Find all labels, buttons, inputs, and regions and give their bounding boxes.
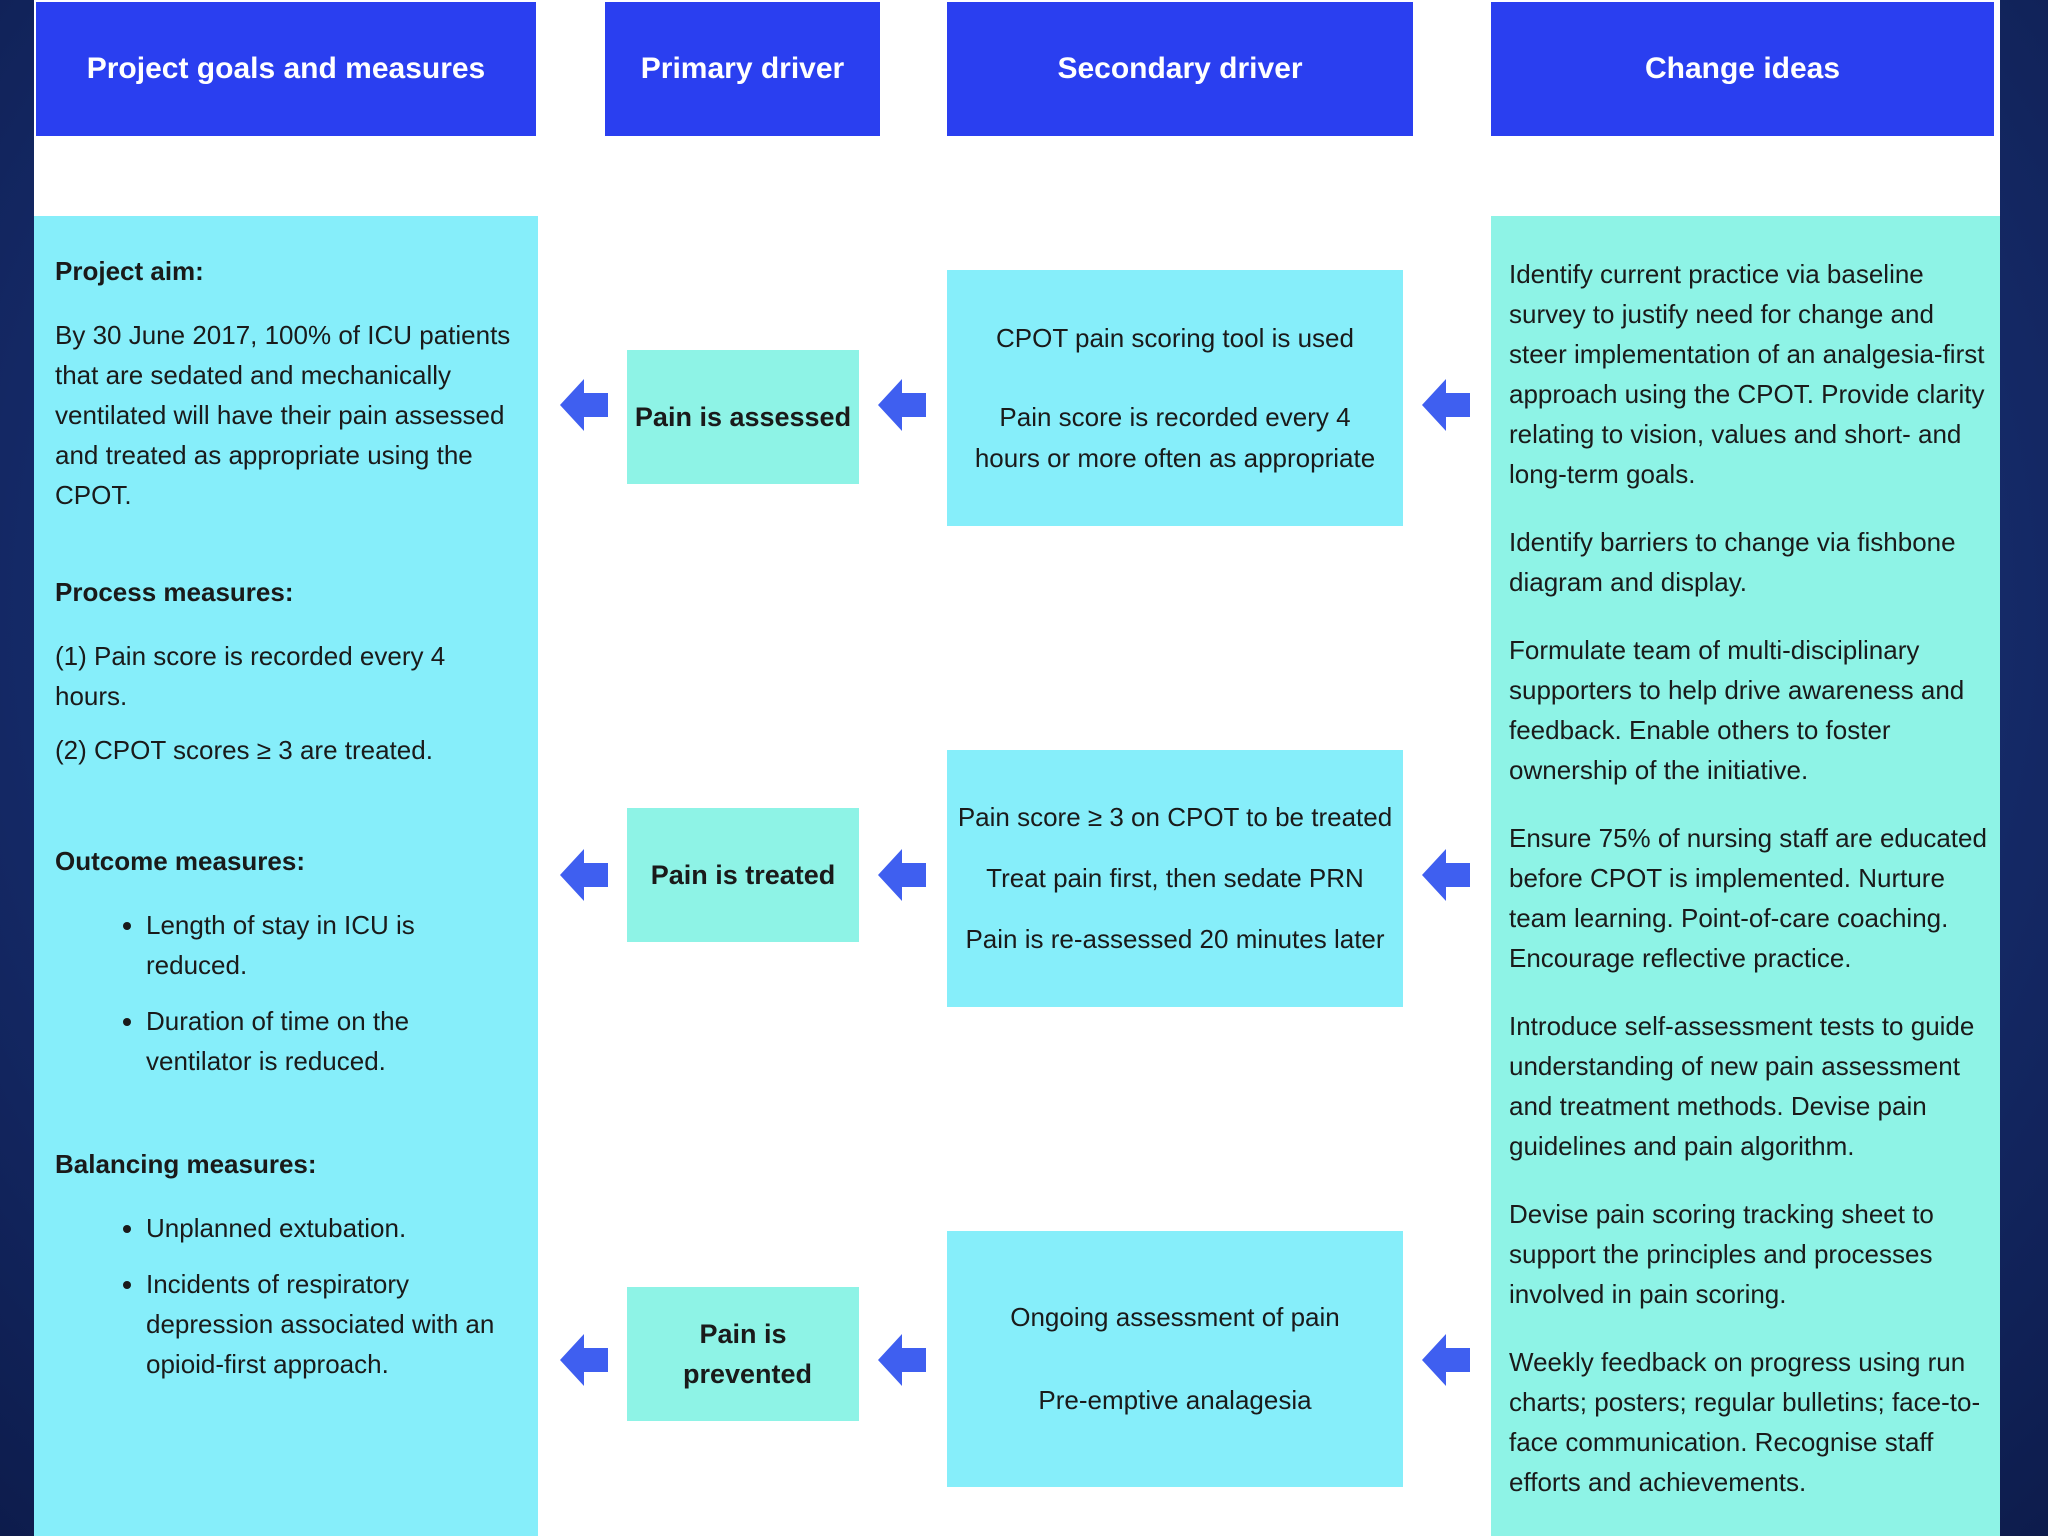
primary-driver-box: Pain is assessed <box>627 350 859 484</box>
header-secondary-driver: Secondary driver <box>947 2 1413 136</box>
balancing-measures-title: Balancing measures: <box>55 1149 317 1179</box>
secondary-driver-line: Pain score is recorded every 4 hours or … <box>974 401 1376 473</box>
primary-driver-box: Pain is treated <box>627 808 859 942</box>
header-goals: Project goals and measures <box>36 2 536 136</box>
driver-diagram-slide: Project goals and measures Primary drive… <box>34 0 2000 1536</box>
secondary-driver-line: Pain is re-assessed 20 minutes later <box>965 924 1385 954</box>
aim-title: Project aim: <box>55 256 204 286</box>
primary-driver-label: Pain is treated <box>650 860 836 890</box>
balancing-item: Incidents of respiratory depression asso… <box>146 1264 518 1384</box>
left-arrow-icon <box>1422 1334 1470 1386</box>
header-primary-driver: Primary driver <box>605 2 880 136</box>
left-arrow-icon <box>878 849 926 901</box>
process-measures-title: Process measures: <box>55 577 294 607</box>
left-arrow-icon <box>560 379 608 431</box>
change-idea: Introduce self-assessment tests to guide… <box>1509 1011 1975 1161</box>
left-arrow-icon <box>560 849 608 901</box>
process-item: (2) CPOT scores ≥ 3 are treated. <box>55 735 433 765</box>
primary-driver-label: Pain is prevented <box>683 1319 813 1389</box>
secondary-driver-line: Treat pain first, then sedate PRN <box>986 863 1364 893</box>
header-change-ideas: Change ideas <box>1491 2 1994 136</box>
outcome-item: Length of stay in ICU is reduced. <box>146 905 518 985</box>
change-idea: Ensure 75% of nursing staff are educated… <box>1509 823 1987 973</box>
outcome-item: Duration of time on the ventilator is re… <box>146 1001 518 1081</box>
goals-panel: Project aim: By 30 June 2017, 100% of IC… <box>34 216 538 1536</box>
aim-text: By 30 June 2017, 100% of ICU patients th… <box>55 320 511 510</box>
secondary-driver-line: Pre-emptive analagesia <box>1038 1385 1312 1415</box>
change-idea: Formulate team of multi-disciplinary sup… <box>1509 635 1965 785</box>
left-arrow-icon <box>1422 379 1470 431</box>
change-idea: Identify current practice via baseline s… <box>1509 259 1985 489</box>
change-ideas-panel: Identify current practice via baseline s… <box>1491 216 2000 1536</box>
outcome-list: Length of stay in ICU is reduced. Durati… <box>55 905 518 1081</box>
secondary-driver-line: Ongoing assessment of pain <box>1010 1302 1340 1332</box>
balancing-list: Unplanned extubation. Incidents of respi… <box>55 1208 518 1384</box>
process-item: (1) Pain score is recorded every 4 hours… <box>55 641 446 711</box>
secondary-driver-line: CPOT pain scoring tool is used <box>996 322 1354 353</box>
secondary-driver-box: CPOT pain scoring tool is used Pain scor… <box>947 270 1403 526</box>
primary-driver-box: Pain is prevented <box>627 1287 859 1421</box>
change-idea: Identify barriers to change via fishbone… <box>1509 527 1956 597</box>
secondary-driver-box: Pain score ≥ 3 on CPOT to be treated Tre… <box>947 750 1403 1007</box>
secondary-driver-line: Pain score ≥ 3 on CPOT to be treated <box>957 802 1393 832</box>
primary-driver-label: Pain is assessed <box>634 402 852 432</box>
left-arrow-icon <box>560 1334 608 1386</box>
left-arrow-icon <box>878 1334 926 1386</box>
balancing-item: Unplanned extubation. <box>146 1208 518 1248</box>
secondary-driver-box: Ongoing assessment of pain Pre-emptive a… <box>947 1231 1403 1487</box>
change-idea: Weekly feedback on progress using run ch… <box>1509 1347 1981 1497</box>
left-arrow-icon <box>1422 849 1470 901</box>
change-idea: Devise pain scoring tracking sheet to su… <box>1509 1199 1934 1309</box>
outcome-measures-title: Outcome measures: <box>55 846 305 876</box>
left-arrow-icon <box>878 379 926 431</box>
